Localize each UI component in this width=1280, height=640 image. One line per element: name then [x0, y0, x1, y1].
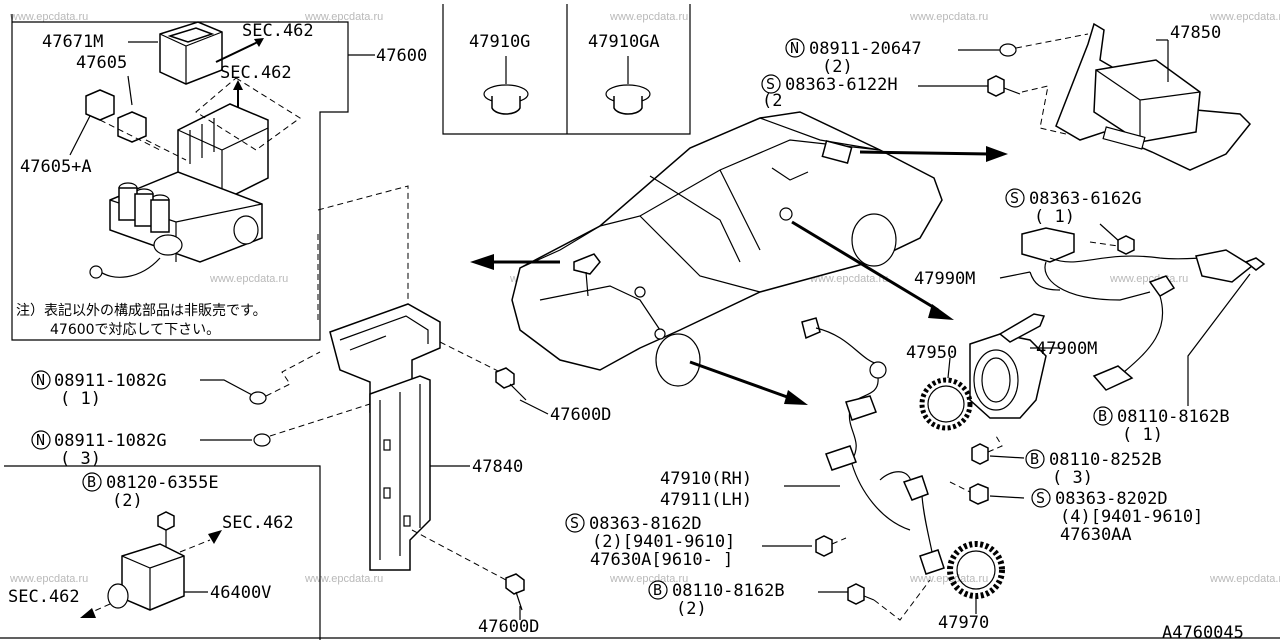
- callout-47630AA: 47630AA: [1060, 525, 1132, 545]
- watermark: www.epcdata.ru: [809, 273, 888, 285]
- car-illustration: [511, 111, 943, 387]
- symbol-n: N: [790, 39, 799, 57]
- watermark: www.epcdata.ru: [9, 11, 88, 23]
- callout-08110-8162B-b: 08110-8162B: [672, 581, 785, 601]
- callout-08110-8162B-r: 08110-8162B: [1117, 407, 1230, 427]
- actuator-inset: 47600 47671M 47605 47605+A SEC.462 SEC.4…: [11, 14, 427, 341]
- callout-47850: 47850: [1170, 23, 1221, 43]
- bolt-47600D-b: 47600D: [478, 573, 539, 637]
- callout-47600: 47600: [376, 46, 427, 66]
- callout-sec462-a: SEC.462: [242, 21, 314, 41]
- symbol-s: S: [766, 75, 775, 93]
- symbol-s: S: [1036, 489, 1045, 507]
- qty: (2): [822, 57, 853, 77]
- direction-arrows: [470, 146, 1008, 405]
- qty: ( 1): [60, 389, 101, 409]
- callout-08363-8162D: 08363-8162D: [589, 514, 702, 534]
- qty: (2): [676, 599, 707, 619]
- watermark: www.epcdata.ru: [209, 273, 288, 285]
- callout-47630A: 47630A[9610- ]: [590, 550, 733, 570]
- watermark: www.epcdata.ru: [304, 573, 383, 585]
- qty: (2: [762, 91, 782, 111]
- callout-47840: 47840: [472, 457, 523, 477]
- callout-sec462-c: SEC.462: [222, 513, 294, 533]
- callout-sec462-d: SEC.462: [8, 587, 80, 607]
- bracket-47840: 47840: [317, 185, 523, 581]
- qty: ( 3): [1052, 468, 1093, 488]
- watermark: www.epcdata.ru: [609, 573, 688, 585]
- sensor-46400V-inset: B 08120-6355E (2) SEC.462 SEC.462 46400V: [4, 465, 321, 640]
- watermark: www.epcdata.ru: [9, 573, 88, 585]
- control-unit-47850: N 08911-20647 (2) S 08363-6122H (2 47850: [761, 22, 1252, 171]
- nut-08911-1082G-b: N 08911-1082G ( 3): [31, 403, 371, 469]
- nut-08911-1082G-a: N 08911-1082G ( 1): [31, 351, 321, 409]
- watermark: www.epcdata.ru: [304, 11, 383, 23]
- qty: ( 1): [1122, 425, 1163, 445]
- callout-08911-1082G-a: 08911-1082G: [54, 371, 167, 391]
- callout-47605A: 47605+A: [20, 157, 92, 177]
- callout-08120-6355E: 08120-6355E: [106, 473, 219, 493]
- symbol-b: B: [1030, 450, 1039, 468]
- callout-47900M: 47900M: [1036, 339, 1097, 359]
- callout-47605: 47605: [76, 53, 127, 73]
- watermark: www.epcdata.ru: [609, 11, 688, 23]
- symbol-b: B: [87, 473, 96, 491]
- qty: (2): [112, 491, 143, 511]
- callout-47950: 47950: [906, 343, 957, 363]
- callout-47600D-a: 47600D: [550, 405, 611, 425]
- watermark: www.epcdata.ru: [1209, 11, 1280, 23]
- symbol-b: B: [1098, 407, 1107, 425]
- front-sensor-assembly: 47910(RH) 47911(LH) S 08363-8202D (4)[94…: [565, 317, 1203, 633]
- callout-47910G: 47910G: [469, 32, 530, 52]
- callout-08363-8202D: 08363-8202D: [1055, 489, 1168, 509]
- symbol-s: S: [570, 514, 579, 532]
- symbol-n: N: [36, 371, 45, 389]
- callout-08363-6162G: 08363-6162G: [1029, 189, 1142, 209]
- bolt-47600D-a: 47600D: [495, 367, 611, 425]
- diagram-id: A4760045: [1162, 623, 1244, 640]
- callout-46400V: 46400V: [210, 583, 271, 603]
- watermark: www.epcdata.ru: [1109, 273, 1188, 285]
- qty: (4)[9401-9610]: [1060, 507, 1203, 527]
- callout-47910GA: 47910GA: [588, 32, 660, 52]
- callout-08911-20647: 08911-20647: [809, 39, 922, 59]
- callout-sec462-b: SEC.462: [220, 63, 292, 83]
- qty: ( 1): [1034, 207, 1075, 227]
- callout-47911-LH: 47911(LH): [660, 490, 752, 510]
- symbol-s: S: [1010, 189, 1019, 207]
- qty: ( 3): [60, 449, 101, 469]
- callout-47600D-b: 47600D: [478, 617, 539, 637]
- grommet-inset: 47910G 47910GA: [442, 4, 691, 135]
- callout-08110-8252B: 08110-8252B: [1049, 450, 1162, 470]
- watermark: www.epcdata.ru: [909, 11, 988, 23]
- callout-47671M: 47671M: [42, 32, 103, 52]
- note-line-2: 47600で対応して下さい。: [50, 322, 220, 338]
- callout-47910-RH: 47910(RH): [660, 469, 752, 489]
- callout-47990M: 47990M: [914, 269, 975, 289]
- callout-47970: 47970: [938, 613, 989, 633]
- callout-08911-1082G-b: 08911-1082G: [54, 431, 167, 451]
- callout-08363-6122H: 08363-6122H: [785, 75, 898, 95]
- watermark: www.epcdata.ru: [1209, 573, 1280, 585]
- note-line-1: 注）表記以外の構成部品は非販売です。: [16, 302, 267, 319]
- qty: (2)[9401-9610]: [592, 532, 735, 552]
- symbol-n: N: [36, 431, 45, 449]
- rear-sensor-assembly: S 08363-6162G ( 1) 47990M B 08110-8162B …: [906, 188, 1266, 488]
- symbol-b: B: [653, 581, 662, 599]
